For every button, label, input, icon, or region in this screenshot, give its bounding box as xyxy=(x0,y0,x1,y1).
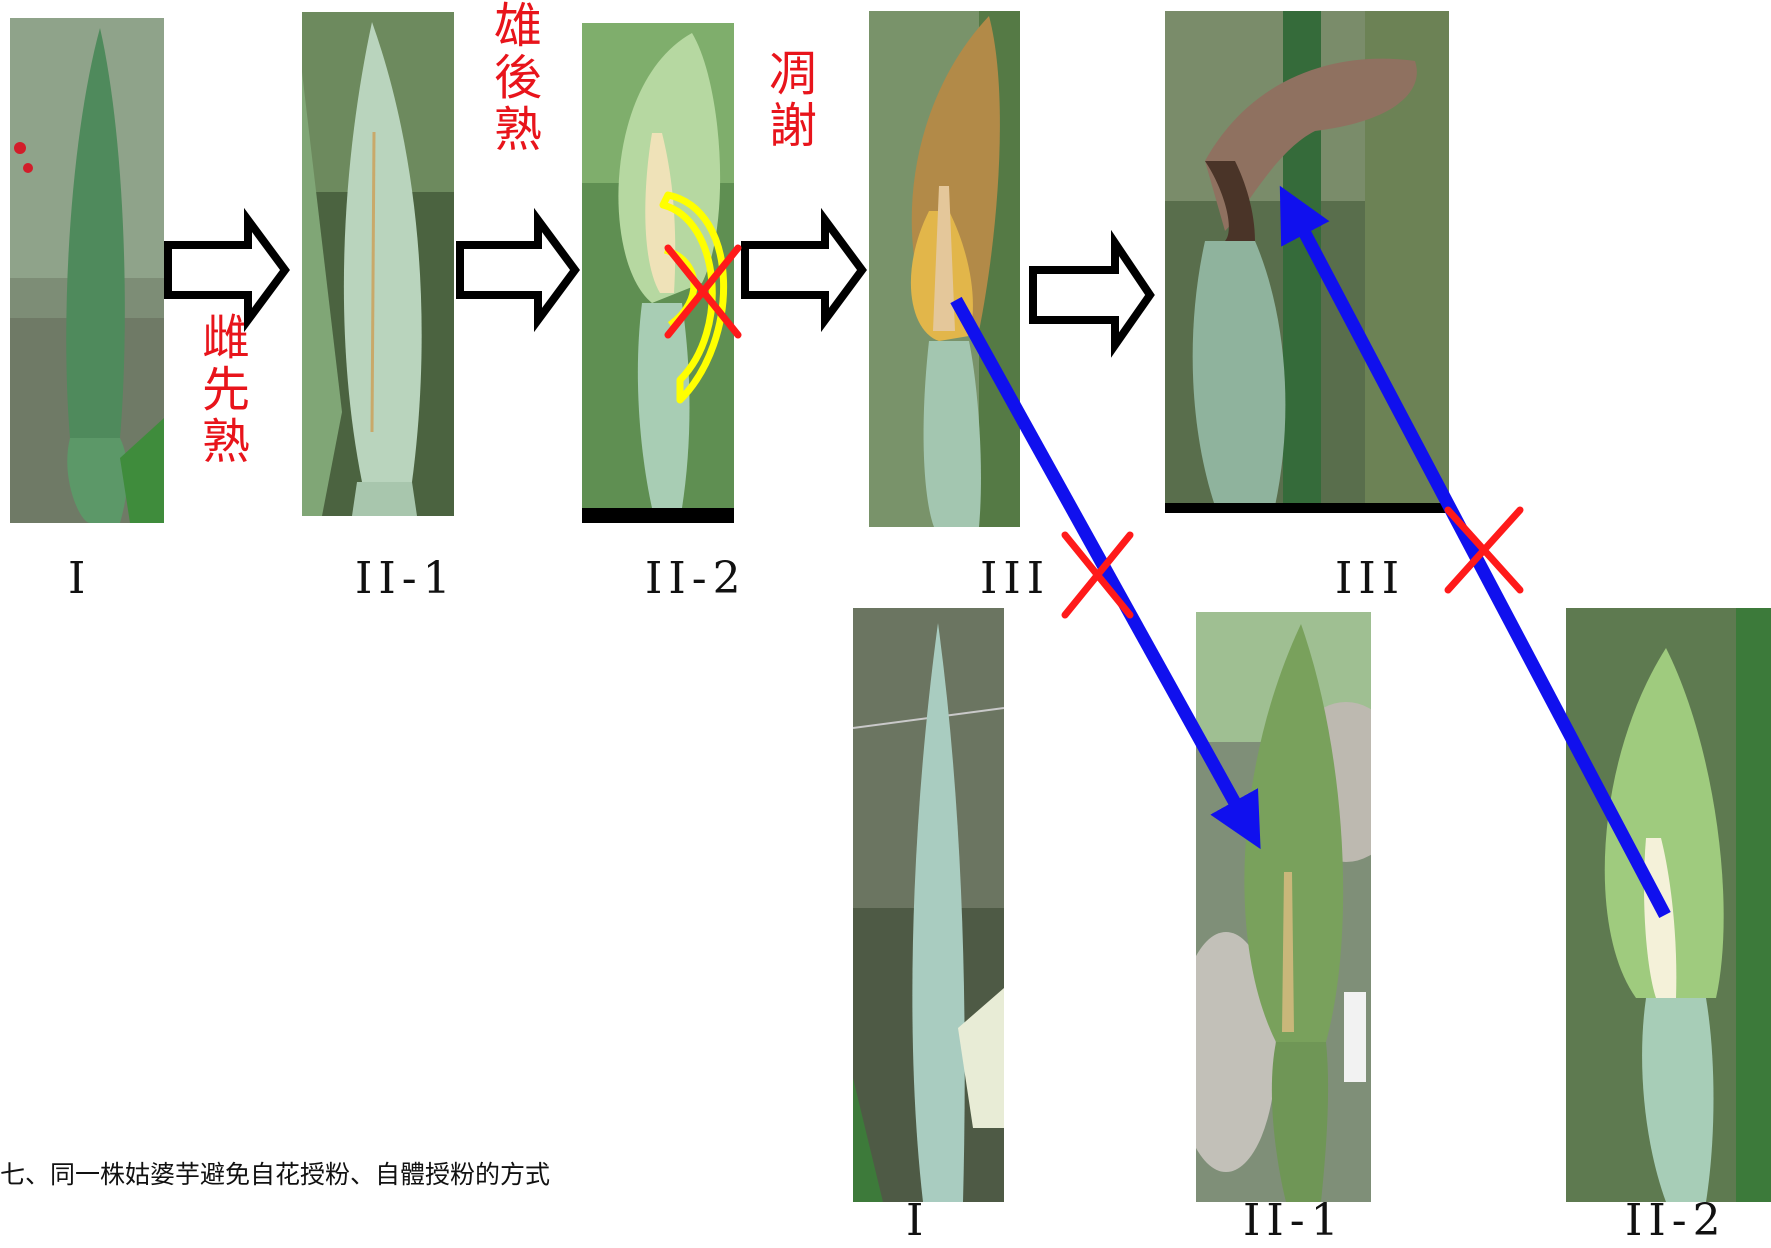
cross-mark-arrow-1 xyxy=(1061,531,1134,619)
photo-stage-II-2-bottom xyxy=(1566,608,1771,1202)
stage-label-top-1: I xyxy=(68,553,92,604)
figure-caption: 七、同一株姑婆芋避免自花授粉、自體授粉的方式 xyxy=(0,1160,551,1189)
flow-arrow-2 xyxy=(456,207,580,333)
stage-label-bottom-3: II-2 xyxy=(1625,1195,1727,1246)
photo-stage-I-top xyxy=(10,18,164,523)
stage-label-bottom-1: I xyxy=(906,1195,930,1246)
stage-label-bottom-2: II-1 xyxy=(1243,1195,1345,1246)
stage-label-top-4: III xyxy=(980,553,1051,604)
photo-stage-III-top-1 xyxy=(869,11,1020,527)
stage-label-top-2: II-1 xyxy=(355,553,457,604)
flow-arrow-3 xyxy=(741,207,867,333)
flow-arrow-4 xyxy=(1029,229,1155,358)
cross-mark-arrow-2 xyxy=(1444,506,1524,594)
photo-stage-II-1-top xyxy=(302,12,454,516)
photo-stage-I-bottom xyxy=(853,608,1004,1202)
flow-arrow-1 xyxy=(164,207,290,333)
photo-stage-II-1-bottom xyxy=(1196,612,1371,1202)
annotation-female-first: 雌先熟 xyxy=(193,312,249,468)
photo-stage-III-top-2 xyxy=(1165,11,1449,513)
stage-label-top-3: II-2 xyxy=(645,553,747,604)
annotation-withering: 凋謝 xyxy=(760,48,816,152)
stage-label-top-5: III xyxy=(1335,553,1406,604)
photo-stage-II-2-top xyxy=(582,23,734,523)
annotation-male-later: 雄後熟 xyxy=(485,0,541,156)
